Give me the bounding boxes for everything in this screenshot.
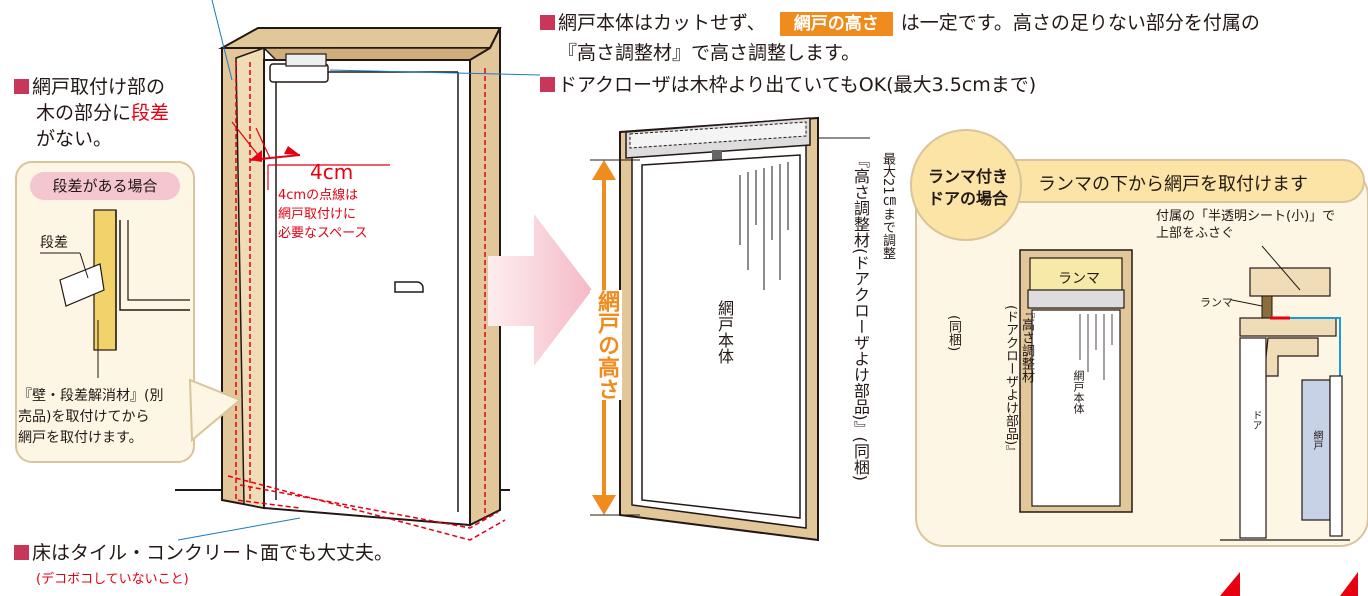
- step-label: 段差: [40, 235, 68, 251]
- screen-height-label: 網戸の高さ: [590, 290, 622, 400]
- corner-arrow-right-icon: [1340, 572, 1358, 596]
- ranma-badge: ランマ付き ドアの場合: [927, 167, 1008, 208]
- ranma-small-label: ランマ: [1200, 296, 1233, 309]
- door-handle-icon: [394, 281, 424, 293]
- screen-body-label: 網戸本体: [715, 300, 734, 364]
- note-screen-no-cut: 網戸本体はカットせず、 網戸の高さは一定です。高さの足りない部分を付属の: [540, 10, 1260, 36]
- door-small-label: ドア: [1250, 410, 1261, 430]
- corner-arrow-left-icon: [1220, 572, 1240, 596]
- dim-4cm: 4cm: [310, 160, 354, 184]
- floor-sub: (デコボコしていないこと): [36, 572, 189, 587]
- step-box: [15, 161, 242, 463]
- floor-note: 床はタイル・コンクリート面でも大丈夫。: [14, 540, 393, 566]
- center-screen-door: [590, 116, 870, 542]
- adjuster-label: 『高さ調整材(ドアクローザよけ部品)』(同梱): [851, 152, 870, 481]
- ranma-panel: [910, 129, 1368, 547]
- step-box-title: 段差がある場合: [52, 177, 158, 195]
- ranma-screen-body-label: 網戸本体: [1072, 370, 1085, 414]
- note-height-adjust: 『高さ調整材』で高さ調整します。: [558, 42, 861, 64]
- screen-small-label: 網戸: [1311, 430, 1322, 450]
- step-caption: 『壁・段差解消材』(別 売品)を取付けてから 網戸を取付けます。: [18, 388, 164, 446]
- ranma-adjuster-label: 『高さ調整材(ドアクローザよけ部品)』: [1003, 305, 1034, 459]
- note-no-step: 網戸取付け部の 木の部分に段差 がない。: [14, 74, 169, 152]
- space-note: 4cmの点線は 網戸取付けに 必要なスペース: [278, 188, 368, 241]
- sheet-note: 付属の「半透明シート(小)」で 上部をふさぐ: [1156, 209, 1336, 241]
- max-adjust-label: 最大21㎝まで調整: [880, 152, 895, 260]
- ranma-label: ランマ: [1058, 271, 1100, 287]
- note-door-closer: ドアクローザは木枠より出ていてもOK(最大3.5cmまで): [540, 72, 1036, 98]
- left-door-frame: [175, 0, 541, 541]
- screen-height-badge: 網戸の高さ: [779, 12, 893, 36]
- big-arrow-icon: [488, 214, 592, 366]
- ranma-header: ランマの下から網戸を取付けます: [1038, 174, 1308, 195]
- ranma-adjuster-included: (同梱): [946, 315, 961, 352]
- door-closer-icon: [269, 63, 329, 83]
